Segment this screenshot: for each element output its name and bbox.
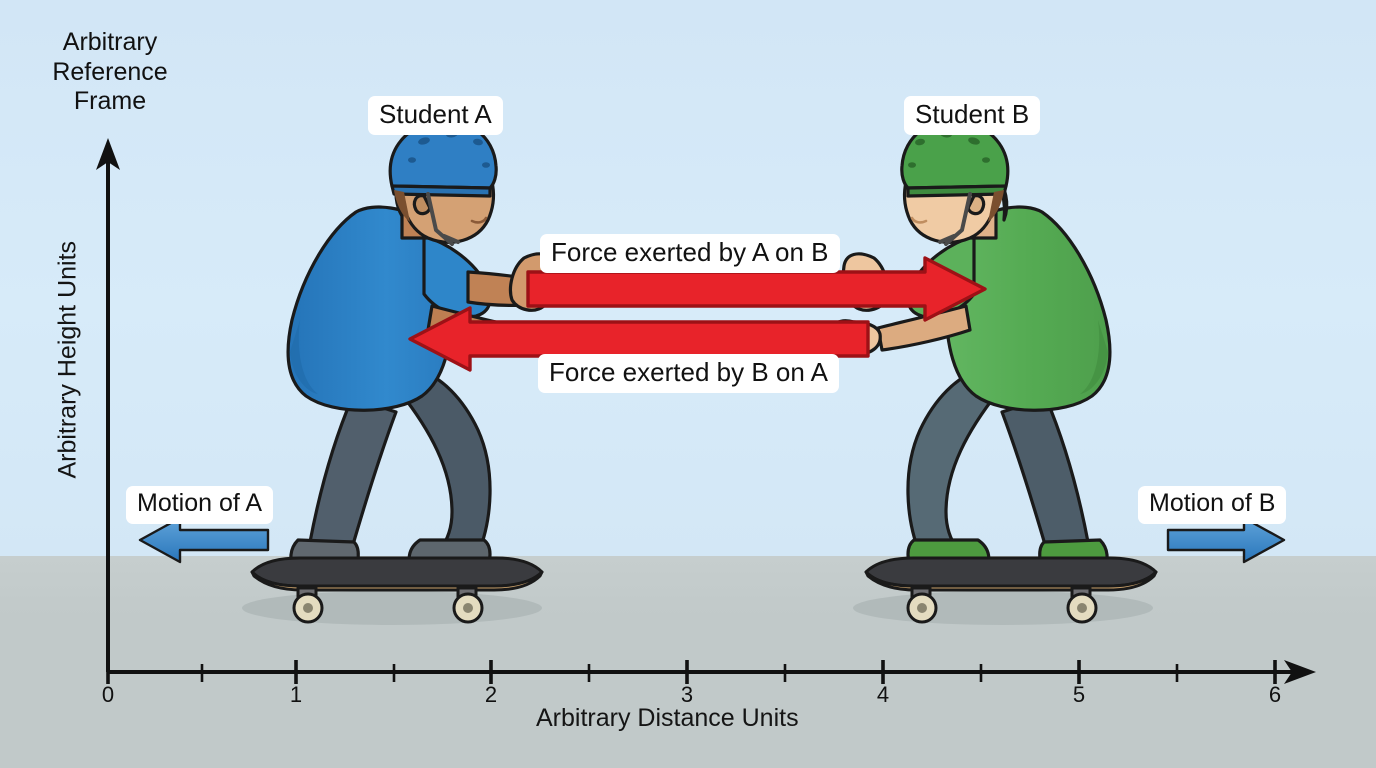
force-a-on-b-label: Force exerted by A on B — [540, 234, 840, 273]
student-b-label: Student B — [904, 96, 1041, 135]
x-tick-label-0: 0 — [101, 682, 115, 707]
motion-of-b-label: Motion of B — [1138, 486, 1287, 524]
x-axis-title: Arbitrary Distance Units — [536, 704, 799, 732]
x-tick-label-5: 5 — [1072, 682, 1086, 707]
x-tick-label-4: 4 — [876, 682, 890, 707]
reference-frame-title: Arbitrary Reference Frame — [52, 28, 168, 115]
y-axis-title: Arbitrary Height Units — [53, 240, 82, 479]
x-tick-label-1: 1 — [289, 682, 303, 707]
x-tick-label-6: 6 — [1268, 682, 1282, 707]
sky-background — [0, 0, 1376, 556]
x-tick-label-2: 2 — [484, 682, 498, 707]
student-a-label: Student A — [368, 96, 503, 135]
ground-sheen — [0, 556, 1376, 616]
motion-of-a-label: Motion of A — [126, 486, 274, 524]
force-b-on-a-label: Force exerted by B on A — [538, 354, 839, 393]
x-tick-label-3: 3 — [680, 682, 694, 707]
